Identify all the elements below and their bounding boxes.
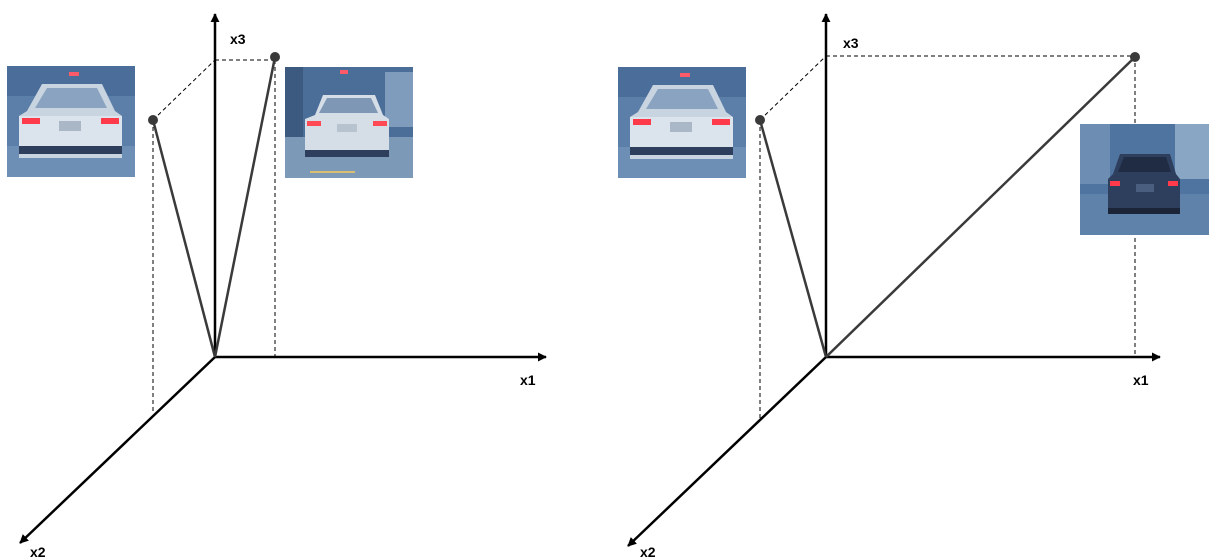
car-photo-icon <box>7 66 135 177</box>
car-photo-icon <box>285 67 413 178</box>
projection-lines <box>152 59 276 413</box>
axes <box>627 13 1161 547</box>
vector-endpoint <box>148 115 158 125</box>
left-panel: x3 x1 x2 <box>19 13 547 560</box>
car-photo-icon <box>618 67 746 178</box>
x2-axis-label: x2 <box>640 544 656 560</box>
car-photo-icon <box>1080 124 1209 235</box>
feature-vector <box>151 119 217 358</box>
feature-vector <box>758 119 828 358</box>
projection-line <box>152 59 216 121</box>
x1-axis-label: x1 <box>520 372 536 388</box>
projection-line <box>759 55 827 121</box>
x2-axis <box>627 356 827 547</box>
x3-axis-label: x3 <box>230 31 246 47</box>
feature-vector <box>825 56 1136 358</box>
x1-axis-label: x1 <box>1133 372 1149 388</box>
vector-endpoint <box>755 115 765 125</box>
x2-axis-label: x2 <box>30 544 46 560</box>
right-panel: x3 x1 x2 <box>627 13 1161 560</box>
feature-vector <box>213 56 277 358</box>
x2-axis <box>19 356 216 544</box>
vectors <box>151 56 277 358</box>
vectors <box>758 56 1136 358</box>
vector-endpoint <box>1130 52 1140 62</box>
vector-endpoint <box>270 52 280 62</box>
axes <box>19 13 547 544</box>
x3-axis-label: x3 <box>843 35 859 51</box>
